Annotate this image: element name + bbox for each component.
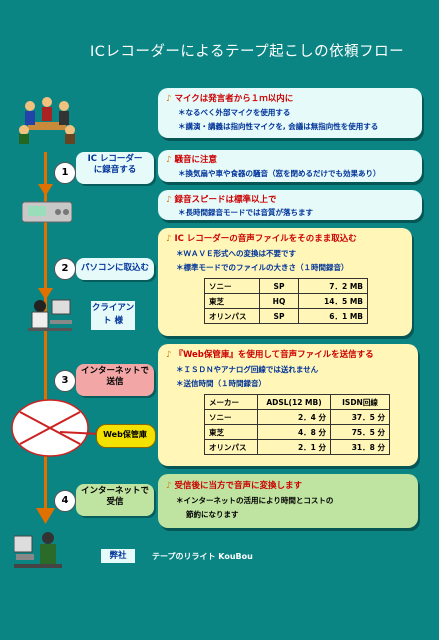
noise-heading: ♪騒音に注意 bbox=[166, 153, 217, 165]
header-adsl: ADSL(12 MB) bbox=[257, 394, 331, 410]
mode-cell: SP bbox=[259, 278, 299, 294]
mode-cell: HQ bbox=[259, 293, 299, 309]
mic-tips-line-1: ＊なるべく外部マイクを使用する bbox=[178, 108, 291, 117]
music-note-icon: ♪ bbox=[166, 195, 172, 205]
client-at-pc-icon bbox=[28, 299, 72, 331]
step-4-label-line2: 受信 bbox=[106, 497, 124, 507]
maker-cell: ソニー bbox=[204, 278, 260, 294]
noise-box: ♪騒音に注意 ＊換気扇や車や食器の騒音（窓を閉めるだけでも効果あり） bbox=[158, 150, 422, 182]
arrow-down-icon bbox=[38, 288, 53, 300]
step-1-label-line1: IC レコーダー bbox=[87, 154, 143, 164]
maker-cell: ソニー bbox=[204, 409, 258, 425]
step-1-label-line2: に録音する bbox=[93, 165, 137, 175]
web-storage-cylinder-icon bbox=[96, 424, 156, 448]
mic-tips-heading-text: マイクは発言者から１ｍ以内に bbox=[174, 94, 294, 104]
company-staff-icon bbox=[14, 532, 62, 568]
import-line-1: ＊ＷＡＶＥ形式への変換は不要です bbox=[176, 249, 296, 258]
noise-heading-text: 騒音に注意 bbox=[174, 155, 217, 165]
maker-cell: オリンパス bbox=[204, 308, 260, 324]
receive-line-2: 節約になります bbox=[186, 510, 239, 519]
ic-recorder-icon bbox=[22, 201, 72, 223]
import-box: ♪IC レコーダーの音声ファイルをそのまま取込む ＊ＷＡＶＥ形式への変換は不要で… bbox=[158, 228, 412, 336]
maker-cell: 東芝 bbox=[204, 424, 258, 440]
footer-brand: テープのリライト KouBou bbox=[152, 552, 253, 561]
noise-line-1: ＊換気扇や車や食器の騒音（窓を閉めるだけでも効果あり） bbox=[178, 169, 381, 178]
music-note-icon: ♪ bbox=[166, 481, 172, 491]
arrow-down-icon bbox=[38, 184, 53, 196]
step-2-label-line1: パソコンに取込む bbox=[80, 263, 149, 273]
table-row: オリンパス SP 6．1 MB bbox=[204, 308, 368, 324]
table-row: オリンパス 2．1 分 31．8 分 bbox=[204, 439, 390, 455]
send-box: ♪『Web保管庫』を使用して音声ファイルを送信する ＊ＩＳＤＮやアナログ回線では… bbox=[158, 344, 418, 466]
adsl-cell: 2．1 分 bbox=[257, 439, 331, 455]
mic-tips-heading: ♪マイクは発言者から１ｍ以内に bbox=[166, 92, 293, 104]
send-line-2: ＊送信時間（１時間録音） bbox=[176, 379, 266, 388]
step-3-label: インターネットで 送信 bbox=[76, 364, 154, 396]
music-note-icon: ♪ bbox=[166, 350, 172, 360]
import-line-2: ＊標準モードでのファイルの大きさ（１時間録音） bbox=[176, 263, 349, 272]
step-3-label-line1: インターネットで bbox=[80, 366, 149, 376]
size-cell: 7．2 MB bbox=[298, 278, 368, 294]
table-row: 東芝 4．8 分 75．5 分 bbox=[204, 424, 390, 440]
send-heading-text: 『Web保管庫』を使用して音声ファイルを送信する bbox=[174, 350, 374, 360]
maker-cell: オリンパス bbox=[204, 439, 258, 455]
step-3-number: 3 bbox=[54, 370, 76, 392]
table-row: ソニー 2．4 分 37．5 分 bbox=[204, 409, 390, 425]
adsl-cell: 2．4 分 bbox=[257, 409, 331, 425]
send-time-table: メーカー ADSL(12 MB) ISDN回線 ソニー 2．4 分 37．5 分… bbox=[204, 394, 390, 455]
send-heading: ♪『Web保管庫』を使用して音声ファイルを送信する bbox=[166, 348, 374, 360]
mode-cell: SP bbox=[259, 308, 299, 324]
table-row: ソニー SP 7．2 MB bbox=[204, 278, 368, 294]
meeting-people-icon bbox=[19, 97, 75, 144]
maker-cell: 東芝 bbox=[204, 293, 260, 309]
step-4-label-line1: インターネットで bbox=[80, 486, 149, 496]
speed-heading-text: 録音スピードは標準以上で bbox=[174, 195, 277, 205]
step-4-label: インターネットで 受信 bbox=[76, 484, 154, 516]
step-4-number: 4 bbox=[54, 490, 76, 512]
receive-heading: ♪受信後に当方で音声に変換します bbox=[166, 479, 302, 491]
company-label: 弊社 bbox=[109, 551, 127, 561]
size-cell: 14．5 MB bbox=[298, 293, 368, 309]
header-maker: メーカー bbox=[204, 394, 258, 410]
flow-spine bbox=[44, 152, 47, 512]
music-note-icon: ♪ bbox=[166, 155, 172, 165]
step-2-label: パソコンに取込む bbox=[76, 258, 154, 280]
header-isdn: ISDN回線 bbox=[330, 394, 390, 410]
receive-box: ♪受信後に当方で音声に変換します ＊インターネットの活用により時間とコストの 節… bbox=[158, 474, 418, 528]
isdn-cell: 75．5 分 bbox=[330, 424, 390, 440]
company-tag: 弊社 bbox=[100, 548, 136, 564]
music-note-icon: ♪ bbox=[166, 234, 172, 244]
receive-heading-text: 受信後に当方で音声に変換します bbox=[174, 481, 302, 491]
receive-line-1: ＊インターネットの活用により時間とコストの bbox=[176, 496, 334, 505]
music-note-icon: ♪ bbox=[166, 94, 172, 104]
client-tag: クライアント 様 bbox=[90, 300, 136, 331]
isdn-cell: 31．8 分 bbox=[330, 439, 390, 455]
step-2-number: 2 bbox=[54, 258, 76, 280]
client-label: クライアント 様 bbox=[91, 303, 135, 326]
speed-line-1: ＊長時間録音モードでは音質が落ちます bbox=[178, 208, 313, 217]
adsl-cell: 4．8 分 bbox=[257, 424, 331, 440]
web-storage-label: Web保管庫 bbox=[103, 430, 147, 439]
speed-box: ♪録音スピードは標準以上で ＊長時間録音モードでは音質が落ちます bbox=[158, 190, 422, 220]
import-heading: ♪IC レコーダーの音声ファイルをそのまま取込む bbox=[166, 232, 357, 244]
import-heading-text: IC レコーダーの音声ファイルをそのまま取込む bbox=[174, 234, 357, 244]
page-title: ICレコーダーによるテープ起こしの依頼フロー bbox=[90, 44, 405, 60]
step-3-label-line2: 送信 bbox=[106, 377, 124, 387]
speed-heading: ♪録音スピードは標準以上で bbox=[166, 193, 276, 205]
step-1-label: IC レコーダー に録音する bbox=[76, 152, 154, 184]
send-line-1: ＊ＩＳＤＮやアナログ回線では送れません bbox=[176, 365, 319, 374]
flow-arrowhead-icon bbox=[36, 508, 55, 524]
file-size-table: ソニー SP 7．2 MB 東芝 HQ 14．5 MB オリンパス SP 6．1… bbox=[204, 278, 368, 324]
size-cell: 6．1 MB bbox=[298, 308, 368, 324]
table-row: 東芝 HQ 14．5 MB bbox=[204, 293, 368, 309]
isdn-cell: 37．5 分 bbox=[330, 409, 390, 425]
step-1-number: 1 bbox=[54, 162, 76, 184]
table-header-row: メーカー ADSL(12 MB) ISDN回線 bbox=[204, 394, 390, 410]
mic-tips-box: ♪マイクは発言者から１ｍ以内に ＊なるべく外部マイクを使用する ＊講演・講義は指… bbox=[158, 88, 422, 138]
mic-tips-line-2: ＊講演・講義は指向性マイクを, 会議は無指向性を使用する bbox=[178, 122, 379, 131]
